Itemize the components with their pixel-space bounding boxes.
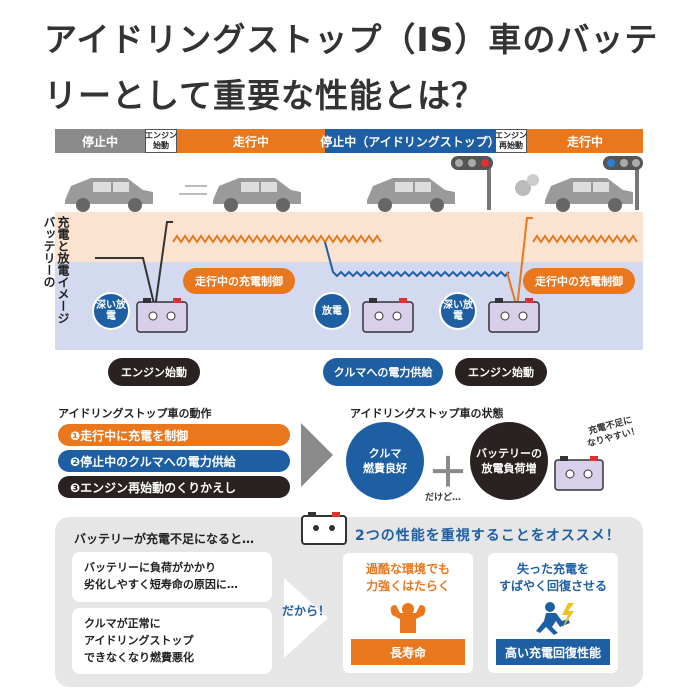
action-item-2: ❷停止中のクルマへの電力供給 bbox=[58, 450, 290, 472]
fuel-efficiency-circle: クルマ 燃費良好 bbox=[346, 422, 424, 500]
discharge-load-line1: バッテリーの bbox=[476, 447, 542, 460]
deep-discharge-label-1: 深い放電 bbox=[92, 292, 130, 330]
plus-icon: ＋ bbox=[428, 450, 468, 496]
shortened-life-line2: 劣化しやすく短寿命の原因に… bbox=[84, 578, 238, 591]
fuel-worse-line3: できなくなり燃費悪化 bbox=[84, 651, 194, 664]
long-life-desc-line1: 過酷な環境でも bbox=[365, 562, 450, 576]
charge-recovery-label: 高い充電回復性能 bbox=[496, 639, 610, 665]
therefore-arrow-icon bbox=[284, 578, 328, 658]
car-icon-4 bbox=[515, 174, 633, 212]
charge-control-label-2: 走行中の充電制御 bbox=[523, 268, 635, 294]
phase-engine-restart-line2: 再始動 bbox=[499, 141, 523, 150]
car-icon-1 bbox=[65, 178, 153, 212]
battery-icon-tired bbox=[554, 456, 604, 491]
long-life-desc-line2: 力強くはたらく bbox=[366, 579, 450, 593]
charge-recovery-desc-line2: すばやく回復させる bbox=[498, 579, 607, 593]
charge-recovery-desc: 失った充電を すばやく回復させる bbox=[488, 561, 618, 595]
traffic-light-blue-icon bbox=[603, 156, 643, 210]
but-text: だけど… bbox=[425, 493, 462, 503]
charge-recovery-card: 失った充電を すばやく回復させる 高い充電回復性能 bbox=[488, 553, 618, 673]
charge-control-label-1: 走行中の充電制御 bbox=[183, 268, 295, 294]
engine-start-pill-2: エンジン始動 bbox=[455, 358, 547, 386]
phase-engine-restart: エンジン 再始動 bbox=[495, 129, 527, 153]
phase-engine-start: エンジン 始動 bbox=[145, 129, 177, 153]
long-life-label: 長寿命 bbox=[351, 639, 465, 665]
phase-stop: 停止中 bbox=[55, 129, 145, 153]
phase-engine-start-line1: エンジン bbox=[145, 131, 177, 140]
phase-bar: 停止中 エンジン 始動 走行中 停止中（アイドリングストップ） エンジン 再始動… bbox=[55, 129, 643, 153]
state-heading: アイドリングストップ車の状態 bbox=[350, 407, 504, 420]
shortened-life-box: バッテリーに負荷がかかり 劣化しやすく短寿命の原因に… bbox=[72, 552, 272, 602]
phase-running-2: 走行中 bbox=[527, 129, 643, 153]
undercharge-bubble: 充電不足に なりやすい！ bbox=[583, 413, 641, 450]
running-person-icon bbox=[536, 602, 574, 635]
shortened-life-line1: バッテリーに負荷がかかり bbox=[84, 561, 216, 574]
discharge-line bbox=[324, 241, 510, 278]
power-supply-pill: クルマへの電力供給 bbox=[323, 358, 443, 386]
recommend-headline: 2つの性能を重視することをオススメ！ bbox=[355, 528, 621, 544]
strong-arm-icon bbox=[390, 603, 426, 633]
fuel-efficiency-line2: 燃費良好 bbox=[363, 462, 407, 475]
long-life-card: 過酷な環境でも 力強くはたらく 長寿命 bbox=[343, 553, 473, 673]
fuel-worse-box: クルマが正常に アイドリングストップ できなくなり燃費悪化 bbox=[72, 608, 272, 674]
battery-icon-3 bbox=[488, 298, 540, 333]
charge-recovery-desc-line1: 失った充電を bbox=[516, 562, 589, 576]
charge-control-wave-1 bbox=[172, 234, 382, 244]
engine-start-pill-1: エンジン始動 bbox=[108, 358, 200, 386]
phase-engine-restart-line1: エンジン bbox=[495, 131, 527, 140]
traffic-light-red-icon bbox=[451, 156, 493, 210]
car-icon-3 bbox=[367, 178, 455, 212]
phase-engine-start-line2: 始動 bbox=[153, 141, 169, 150]
battery-icon-1 bbox=[136, 298, 188, 333]
phase-stop-idling: 停止中（アイドリングストップ） bbox=[320, 129, 500, 153]
actions-heading: アイドリングストップ車の動作 bbox=[58, 407, 212, 420]
therefore-text: だから！ bbox=[282, 604, 331, 618]
battery-mascot-icon bbox=[301, 512, 347, 545]
undercharge-heading: バッテリーが充電不足になると… bbox=[74, 532, 255, 546]
action-item-3: ❸エンジン再始動のくりかえし bbox=[58, 476, 290, 498]
car-icon-2 bbox=[179, 178, 301, 212]
ylabel-battery: バッテリーの bbox=[42, 216, 56, 288]
battery-icon-2 bbox=[362, 298, 414, 333]
charge-discharge-diagram bbox=[55, 156, 643, 350]
page-title: アイドリングストップ（IS）車のバッテリーとして重要な性能とは？ bbox=[44, 20, 659, 115]
discharge-load-circle: バッテリーの 放電負荷増 bbox=[470, 422, 548, 500]
long-life-desc: 過酷な環境でも 力強くはたらく bbox=[343, 561, 473, 595]
ylabel-charge-discharge: 充電と放電イメージ bbox=[56, 216, 70, 324]
fuel-efficiency-line1: クルマ bbox=[368, 447, 402, 460]
charge-control-wave-2 bbox=[532, 234, 638, 244]
right-arrow-icon bbox=[301, 423, 333, 487]
discharge-load-line2: 放電負荷増 bbox=[481, 462, 537, 475]
fuel-worse-line1: クルマが正常に bbox=[84, 617, 161, 630]
fuel-worse-line2: アイドリングストップ bbox=[84, 634, 194, 647]
action-item-1: ❶走行中に充電を制御 bbox=[58, 424, 290, 446]
deep-discharge-label-2: 深い放電 bbox=[439, 292, 477, 330]
phase-running-1: 走行中 bbox=[177, 129, 325, 153]
restart-curve bbox=[506, 217, 533, 309]
discharge-label: 放電 bbox=[313, 292, 351, 330]
